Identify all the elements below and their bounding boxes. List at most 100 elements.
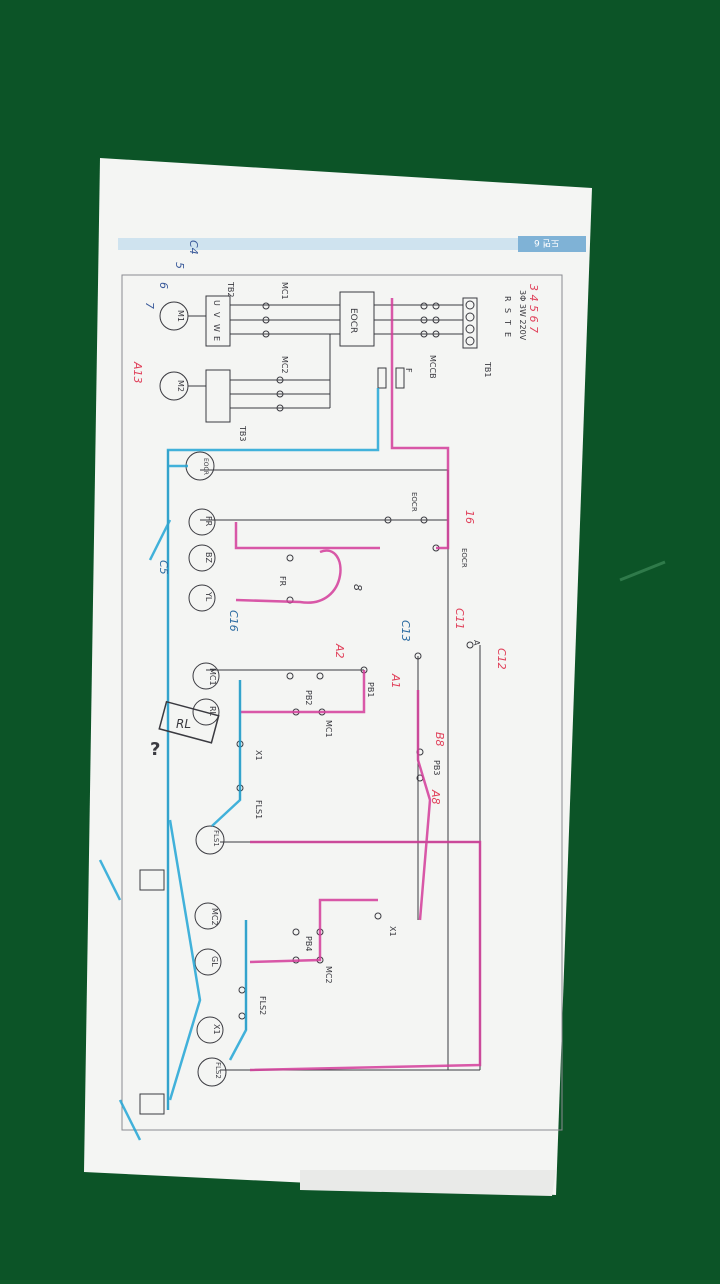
lamp-gl xyxy=(194,948,222,976)
lamp-label-fls2: FLS2 xyxy=(214,1062,222,1079)
label-tb3: TB3 xyxy=(238,425,247,441)
lamp-label-fr: FR xyxy=(204,516,213,527)
contact-label-eocr-a: EOCR xyxy=(410,492,418,512)
mc1-main-contact xyxy=(262,316,270,324)
lamp-label-mc2: MC2 xyxy=(210,908,219,926)
note-b8: B8 xyxy=(433,732,446,747)
table-scratch xyxy=(619,560,666,582)
contact xyxy=(286,554,294,562)
rl-note-box xyxy=(158,700,220,744)
label-phase-s: S xyxy=(503,308,512,313)
tb1-terminal xyxy=(465,324,475,334)
note-left-1: C4 xyxy=(187,240,200,255)
relay-x1 xyxy=(196,1016,224,1044)
contact-label-fr: FR xyxy=(278,576,287,587)
mc1-main-contact xyxy=(262,302,270,310)
eocr-box xyxy=(339,291,375,347)
pink-traces xyxy=(234,298,482,1072)
label-terminal-u: U xyxy=(212,300,221,306)
tb-bottom-terminal xyxy=(139,869,165,891)
blue-traces xyxy=(98,388,380,1141)
blue-trace xyxy=(98,859,122,901)
contact-label-fls2: FLS2 xyxy=(258,996,267,1015)
switch-fls1 xyxy=(195,825,225,855)
drawing-border xyxy=(121,274,563,1131)
contact xyxy=(286,596,294,604)
contact-label-pb2: PB2 xyxy=(304,690,313,705)
label-phase-e: E xyxy=(503,332,512,337)
tb1-terminal xyxy=(465,312,475,322)
label-tb1: TB1 xyxy=(483,361,492,377)
lamp-label-x1: X1 xyxy=(212,1024,221,1035)
blue-trace xyxy=(166,388,380,1110)
contact-label-x1-b: X1 xyxy=(388,926,397,937)
note-c5: C5 xyxy=(157,560,170,575)
mccb-contact xyxy=(420,302,428,310)
mc1-main-contact xyxy=(262,330,270,338)
lamp-label-yl: YL xyxy=(204,591,213,602)
blue-trace xyxy=(118,1099,142,1141)
tb1-terminal xyxy=(465,336,475,346)
note-top-seq: 3 4 5 6 7 xyxy=(527,284,540,333)
pink-trace xyxy=(240,670,366,714)
lamp-label-gl: GL xyxy=(210,956,219,967)
tb1-block xyxy=(462,297,478,349)
label-mc1: MC1 xyxy=(280,282,289,300)
contact-label-mc2: MC2 xyxy=(324,966,333,984)
label-eocr-box: EOCR xyxy=(348,308,358,333)
pink-trace xyxy=(235,549,342,604)
blue-trace xyxy=(228,920,248,1061)
note-c11: C11 xyxy=(453,608,466,630)
tb-bottom-terminal xyxy=(139,1093,165,1115)
note-left-3: 6 xyxy=(157,282,170,289)
contact-label-pb1: PB1 xyxy=(366,682,375,697)
pink-trace xyxy=(249,898,378,964)
label-m1: M1 xyxy=(176,310,185,322)
mccb-contact xyxy=(432,302,440,310)
lamp-label-mc1: MC1 xyxy=(208,668,217,686)
header-strip xyxy=(118,238,586,250)
contact xyxy=(374,912,382,920)
label-tb2: TB2 xyxy=(226,281,235,297)
paper-fold xyxy=(300,1170,556,1196)
blue-trace xyxy=(168,819,202,1101)
switch-fls2 xyxy=(197,1057,227,1087)
relay-mc1 xyxy=(192,662,220,690)
note-16: 16 xyxy=(463,510,476,524)
label-supply: 3Φ 3W 220V xyxy=(518,290,527,341)
contact xyxy=(316,672,324,680)
contact-label-mc1: MC1 xyxy=(324,720,333,738)
note-left-4: 7 xyxy=(143,302,156,309)
lamp-label-fls1: FLS1 xyxy=(212,830,220,847)
relay-mc2 xyxy=(194,902,222,930)
lamp-rl xyxy=(192,698,220,726)
tb3-block xyxy=(205,369,231,423)
lamp-label-eocr: EOCR xyxy=(202,458,209,475)
lamp-label-rl: RL xyxy=(208,706,217,717)
label-fuse: F xyxy=(404,368,413,373)
lamp-label-bz: BZ xyxy=(204,552,213,563)
contact-label-a: A xyxy=(472,640,481,646)
note-left-2: 5 xyxy=(173,262,186,269)
note-a13: A13 xyxy=(131,361,144,384)
label-mc2: MC2 xyxy=(280,356,289,374)
pink-trace xyxy=(390,298,450,470)
contact xyxy=(292,928,300,936)
label-mccb: MCCB xyxy=(428,355,437,379)
handwritten-notes: 3 4 5 6 7 C4 5 6 7 A13 16 C11 C13 C12 A2… xyxy=(131,240,540,805)
pink-trace xyxy=(436,470,450,550)
contact xyxy=(466,641,474,649)
header-tab xyxy=(518,236,586,252)
contact xyxy=(286,672,294,680)
lamp-yl xyxy=(188,584,216,612)
contact-label-pb3: PB3 xyxy=(432,760,441,775)
fuse xyxy=(377,367,387,389)
header-tab-label: 도면 6 xyxy=(534,237,559,248)
contact-label-x1-a: X1 xyxy=(254,750,263,761)
note-c12: C12 xyxy=(495,648,508,670)
note-a2: A2 xyxy=(333,643,346,659)
label-m2: M2 xyxy=(176,380,185,392)
blue-trace xyxy=(148,519,172,561)
